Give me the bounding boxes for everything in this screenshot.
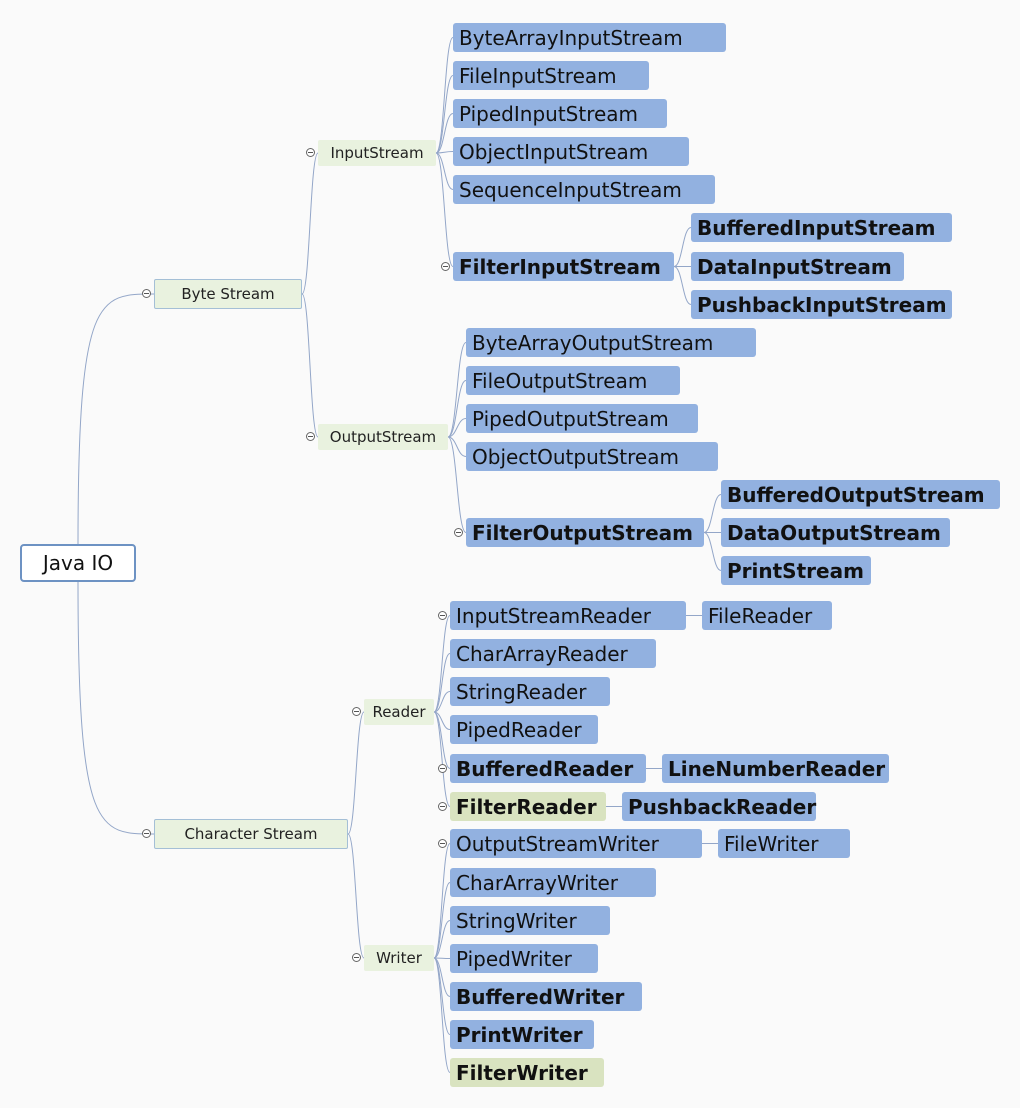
class-node[interactable]: LineNumberReader <box>662 754 889 783</box>
connector-line <box>433 920 451 959</box>
class-node[interactable]: BufferedOutputStream <box>721 480 1000 509</box>
class-node[interactable]: PrintStream <box>721 556 871 585</box>
connector-line <box>433 615 451 713</box>
collapse-toggle-icon[interactable] <box>142 829 151 838</box>
class-node[interactable]: FileInputStream <box>453 61 649 90</box>
reader-node[interactable]: Reader <box>364 699 434 725</box>
connector-line <box>447 436 467 533</box>
connector-line <box>433 957 451 959</box>
connector-line <box>433 711 451 807</box>
connector-line <box>435 75 454 154</box>
class-node[interactable]: ByteArrayInputStream <box>453 23 726 52</box>
class-node[interactable]: StringWriter <box>450 906 610 935</box>
connector-line <box>703 494 722 533</box>
class-node[interactable]: DataOutputStream <box>721 518 950 547</box>
filter-input-stream-node[interactable]: FilterInputStream <box>453 252 674 281</box>
connector-line <box>703 532 722 571</box>
connector-line <box>433 957 451 1073</box>
input-stream-node[interactable]: InputStream <box>318 140 436 166</box>
connector-line <box>77 293 155 545</box>
class-node[interactable]: CharArrayWriter <box>450 868 656 897</box>
connector-line <box>435 151 454 154</box>
class-node[interactable]: CharArrayReader <box>450 639 656 668</box>
collapse-toggle-icon[interactable] <box>438 838 447 848</box>
connector-line <box>447 380 467 438</box>
filter-output-stream-node[interactable]: FilterOutputStream <box>466 518 704 547</box>
class-node[interactable]: BufferedInputStream <box>691 213 952 242</box>
class-node[interactable]: FileOutputStream <box>466 366 680 395</box>
connector-line <box>347 711 365 835</box>
buffered-reader-node[interactable]: BufferedReader <box>450 754 646 783</box>
class-node[interactable]: ByteArrayOutputStream <box>466 328 756 357</box>
output-stream-writer-node[interactable]: OutputStreamWriter <box>450 829 702 858</box>
class-node[interactable]: BufferedWriter <box>450 982 642 1011</box>
connector-line <box>347 833 365 959</box>
collapse-toggle-icon[interactable] <box>352 953 361 962</box>
connector-line <box>435 152 454 190</box>
class-node[interactable]: FileWriter <box>718 829 850 858</box>
class-node[interactable]: PushbackInputStream <box>691 290 952 319</box>
class-node[interactable]: ObjectOutputStream <box>466 442 718 471</box>
connector-line <box>447 342 467 438</box>
connector-line <box>435 152 454 267</box>
class-node[interactable]: ObjectInputStream <box>453 137 689 166</box>
class-node[interactable]: StringReader <box>450 677 610 706</box>
connector-line <box>433 691 451 713</box>
root-node-java-io[interactable]: Java IO <box>20 544 136 582</box>
connector-line <box>301 293 319 438</box>
connector-line <box>673 227 692 267</box>
collapse-toggle-icon[interactable] <box>306 148 315 157</box>
collapse-toggle-icon[interactable] <box>438 801 447 811</box>
class-node[interactable]: FileReader <box>702 601 832 630</box>
collapse-toggle-icon[interactable] <box>306 432 315 441</box>
class-node[interactable]: PipedReader <box>450 715 598 744</box>
class-node[interactable]: PipedWriter <box>450 944 598 973</box>
collapse-toggle-icon[interactable] <box>142 289 151 298</box>
connector-line <box>435 37 454 154</box>
connector-line <box>447 418 467 438</box>
character-stream-node[interactable]: Character Stream <box>154 819 348 849</box>
connector-line <box>673 266 692 305</box>
collapse-toggle-icon[interactable] <box>352 707 361 716</box>
class-node[interactable]: PushbackReader <box>622 792 816 821</box>
class-node[interactable]: FilterWriter <box>450 1058 604 1087</box>
class-node[interactable]: DataInputStream <box>691 252 904 281</box>
collapse-toggle-icon[interactable] <box>438 763 447 773</box>
class-node[interactable]: SequenceInputStream <box>453 175 715 204</box>
class-node[interactable]: PipedOutputStream <box>466 404 698 433</box>
connector-line <box>433 957 451 1035</box>
connector-line <box>435 113 454 154</box>
collapse-toggle-icon[interactable] <box>454 527 463 537</box>
collapse-toggle-icon[interactable] <box>438 610 447 620</box>
byte-stream-node[interactable]: Byte Stream <box>154 279 302 309</box>
output-stream-node[interactable]: OutputStream <box>318 424 448 450</box>
filter-reader-node[interactable]: FilterReader <box>450 792 606 821</box>
writer-node[interactable]: Writer <box>364 945 434 971</box>
class-node[interactable]: PipedInputStream <box>453 99 667 128</box>
collapse-toggle-icon[interactable] <box>441 261 450 271</box>
connector-line <box>447 436 467 457</box>
connector-line <box>301 152 319 295</box>
class-node[interactable]: PrintWriter <box>450 1020 594 1049</box>
input-stream-reader-node[interactable]: InputStreamReader <box>450 601 686 630</box>
connector-line <box>433 653 451 713</box>
connector-line <box>77 581 155 835</box>
